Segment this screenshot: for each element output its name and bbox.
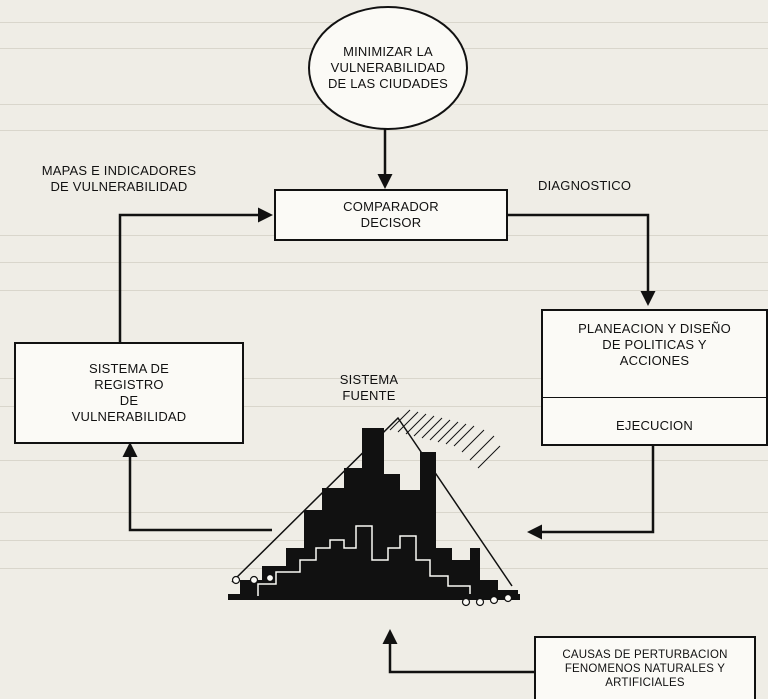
execution-text: EJECUCION [616,418,693,433]
comparator-box: COMPARADOR DECISOR [274,189,508,241]
registry-box: SISTEMA DE REGISTRO DE VULNERABILIDAD [14,342,244,444]
arrow-registry-to-comparator [118,207,273,342]
arrow-causes-to-source [382,629,535,674]
maps-indicators-label: MAPAS E INDICADORES DE VULNERABILIDAD [41,163,197,194]
registry-text: SISTEMA DE REGISTRO DE VULNERABILIDAD [71,361,187,424]
goal-text: MINIMIZAR LA VULNERABILIDAD DE LAS CIUDA… [327,44,449,91]
arrow-source-to-registry [122,442,272,532]
diagnostic-label: DIAGNOSTICO [538,178,632,193]
planning-text: PLANEACION Y DISEÑO DE POLITICAS Y ACCIO… [578,321,731,368]
source-system-label: SISTEMA FUENTE [339,372,399,403]
goal-ellipse: MINIMIZAR LA VULNERABILIDAD DE LAS CIUDA… [308,6,468,130]
causes-box: CAUSAS DE PERTURBACION FENOMENOS NATURAL… [534,636,756,699]
execution-divider [543,397,766,398]
causes-text: CAUSAS DE PERTURBACION FENOMENOS NATURAL… [562,648,728,689]
planning-execution-box: PLANEACION Y DISEÑO DE POLITICAS Y ACCIO… [541,309,768,446]
city-skyline-illustration [228,409,520,607]
arrow-comparator-to-planning [508,213,656,306]
arrow-execution-to-source [527,445,655,540]
comparator-text: COMPARADOR DECISOR [343,199,439,230]
